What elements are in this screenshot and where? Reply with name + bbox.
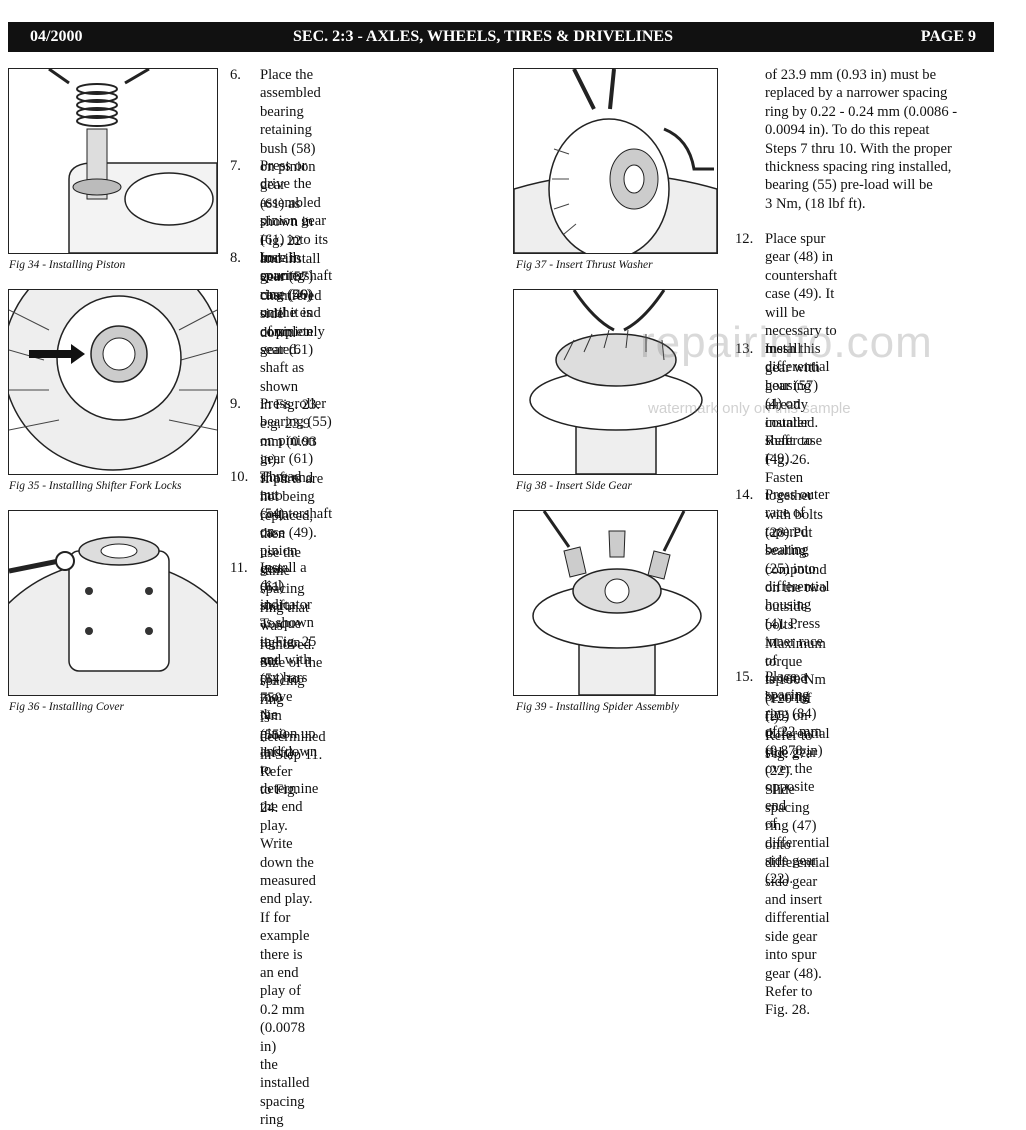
- piston-illustration: [48, 69, 217, 253]
- figure-37-caption: Fig 37 - Insert Thrust Washer: [516, 259, 653, 271]
- figure-39-caption: Fig 39 - Installing Spider Assembly: [516, 701, 680, 713]
- shifter-fork-illustration: [9, 290, 217, 471]
- step-text: Place spur gear (48) in countershaft cas…: [765, 231, 838, 468]
- step-text: Place a spacing ring (84) of 22 mm (0.87…: [765, 669, 830, 888]
- step-text: Install a dial indicator as shown in Fig…: [260, 560, 319, 1129]
- side-gear-illustration: [529, 290, 703, 474]
- figure-34-image: [8, 68, 218, 254]
- step-number: 8.: [230, 250, 241, 266]
- step-number: 15.: [735, 669, 754, 685]
- figure-35-caption: Fig 35 - Installing Shifter Fork Locks: [9, 480, 182, 492]
- header-page-number: PAGE 9: [920, 28, 976, 45]
- figure-38-caption: Fig 38 - Insert Side Gear: [516, 480, 632, 492]
- step-number: 13.: [735, 341, 754, 357]
- step-text: Press or drive the assembled pinion gear…: [260, 158, 333, 359]
- figure-37-image: [513, 68, 718, 254]
- step-11-continuation: of 23.9 mm (0.93 in) must be replaced by…: [765, 67, 958, 212]
- step-number: 7.: [230, 158, 241, 174]
- step-number: 9.: [230, 396, 241, 412]
- spider-assembly-illustration: [532, 511, 702, 695]
- figure-36-image: [8, 510, 218, 696]
- figure-39-image: [513, 510, 718, 696]
- step-text: Press roller bearing (55) on pinion gear…: [260, 396, 333, 541]
- figure-36-caption: Fig 36 - Installing Cover: [9, 701, 124, 713]
- step-text: Place the assembled bearing retaining bu…: [260, 67, 322, 341]
- cover-illustration: [9, 536, 217, 695]
- step-text: Install differential housing (4) on coun…: [765, 341, 830, 762]
- header-section-title: SEC. 2:3 - AXLES, WHEELS, TIRES & DRIVEL…: [293, 28, 673, 45]
- thrust-washer-illustration: [514, 69, 717, 253]
- step-number: 14.: [735, 487, 754, 503]
- step-text: Install spacing ring (56) on the end of …: [260, 250, 326, 763]
- figure-35-image: [8, 289, 218, 475]
- figure-34-caption: Fig 34 - Installing Piston: [9, 259, 126, 271]
- step-text: Thread nut (54) on pinion gear (61) shaf…: [260, 469, 302, 817]
- page-header: 04/2000 SEC. 2:3 - AXLES, WHEELS, TIRES …: [8, 22, 994, 52]
- step-number: 10.: [230, 469, 249, 485]
- step-number: 12.: [735, 231, 754, 247]
- step-number: 6.: [230, 67, 241, 83]
- header-date: 04/2000: [30, 28, 83, 45]
- step-number: 11.: [230, 560, 248, 576]
- watermark-main: repairinfo.com: [640, 318, 933, 367]
- figure-38-image: [513, 289, 718, 475]
- watermark-sub: watermark only on this sample: [648, 400, 851, 417]
